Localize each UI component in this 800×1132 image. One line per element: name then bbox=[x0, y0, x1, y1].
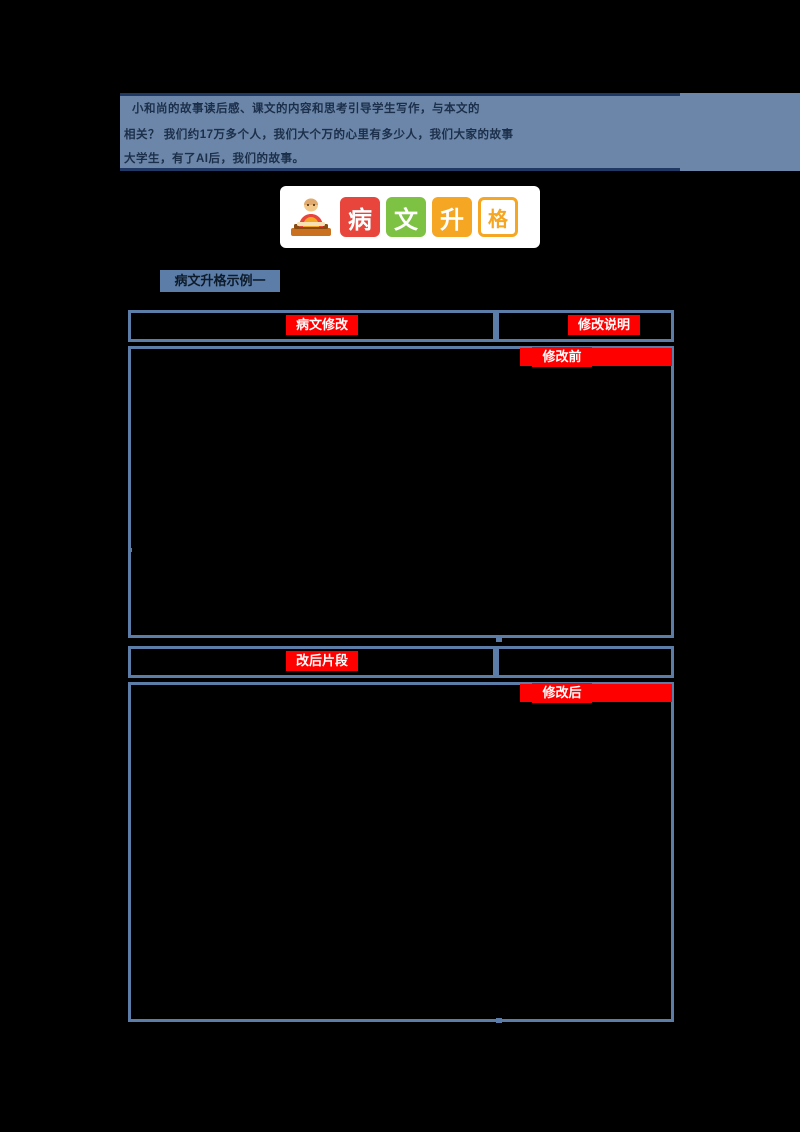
badge-after: 修改后 bbox=[532, 683, 592, 703]
label-bingwen-xiugai: 病文修改 bbox=[286, 315, 358, 335]
header-band-right bbox=[680, 93, 800, 171]
logo-banner: 病 文 升 格 bbox=[280, 186, 540, 248]
monk-reading-icon bbox=[288, 194, 334, 240]
header-rule-top bbox=[120, 93, 680, 96]
logo-tile-3: 升 bbox=[432, 197, 472, 237]
table-before-header-left bbox=[128, 310, 496, 342]
table-before-header-right bbox=[496, 310, 674, 342]
logo-tile-4: 格 bbox=[478, 197, 518, 237]
table-after-header-right bbox=[496, 646, 674, 678]
table-after-body bbox=[128, 682, 674, 1022]
header-line-1: 小和尚的故事读后感、课文的内容和思考引导学生写作，与本文的 bbox=[132, 103, 480, 115]
section-title-text: 病文升格示例一 bbox=[174, 273, 266, 288]
table-after-header-left bbox=[128, 646, 496, 678]
label-xiugai-shuoming: 修改说明 bbox=[568, 315, 640, 335]
header-line-2: 相关？ 我们约17万多个人，我们大个万的心里有多少人，我们大家的故事 bbox=[124, 129, 514, 141]
label-gaihou-pianduan: 改后片段 bbox=[286, 651, 358, 671]
header-rule-bottom bbox=[120, 168, 680, 171]
logo-tile-2: 文 bbox=[386, 197, 426, 237]
table-before-body bbox=[128, 346, 674, 638]
header-band bbox=[120, 93, 680, 171]
section-title: 病文升格示例一 bbox=[160, 270, 280, 292]
tick-left-before bbox=[128, 548, 132, 552]
badge-before: 修改前 bbox=[532, 347, 592, 367]
tick-mid-before bbox=[496, 637, 502, 642]
tick-mid-after bbox=[496, 1018, 502, 1023]
header-line-3: 大学生，有了AI后，我们的故事。 bbox=[124, 153, 305, 165]
logo-tile-1: 病 bbox=[340, 197, 380, 237]
